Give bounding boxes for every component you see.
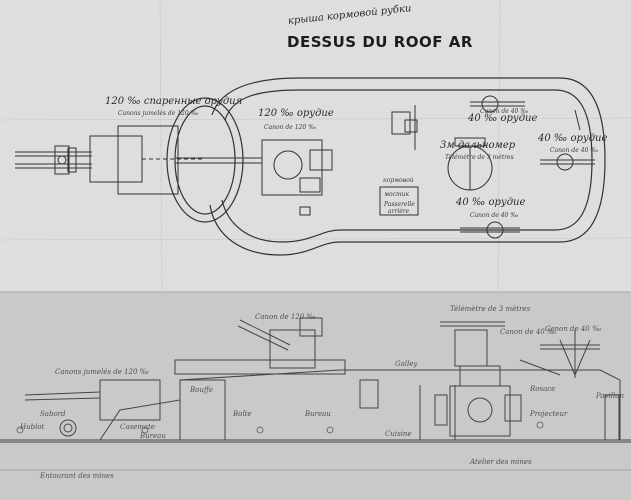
label-side-bureau2: Bureau [140, 432, 166, 440]
label-side-gun-40-b: Canon de 40 ‰ [545, 325, 602, 333]
drawing-title: DESSUS DU ROOF AR [287, 33, 473, 51]
label-side-gun-120: Canon de 120 ‰ [255, 313, 316, 321]
label-gun-40-bottom-ru: 40 ‰ орудие [456, 197, 526, 208]
roof-outline [166, 77, 606, 256]
gun-120-elevation [237, 317, 323, 369]
label-side-galley: Galley [395, 360, 418, 368]
label-gun-40-right-ru: 40 ‰ орудие [538, 133, 608, 144]
label-side-twin-120: Canons jumelés de 120 ‰ [55, 368, 150, 376]
label-gun-40-bottom-fr: Canon de 40 ‰ [470, 212, 519, 219]
label-side-atelier-mines: Atelier des mines [470, 458, 532, 466]
side-details [0, 421, 631, 471]
label-side-entrance-mines: Entourant des mines [40, 472, 114, 480]
rangefinder-tower [440, 321, 511, 437]
label-gun-120-fr: Canon de 120 ‰ [264, 124, 317, 131]
label-gun-40-top-fr: Canon de 40 ‰ [480, 108, 529, 115]
label-gun-120-ru: 120 ‰ орудие [258, 108, 334, 119]
label-side-casemate: Casemate [120, 423, 156, 431]
label-side-cuisine: Cuisine [385, 430, 412, 438]
fold-lines [0, 0, 631, 293]
label-side-projecteur: Projecteur [530, 410, 568, 418]
top-sheet [0, 0, 631, 292]
label-kiosk-fr: Passerelle [384, 201, 415, 208]
label-side-gun-40-a: Canon de 40 ‰ [500, 328, 557, 336]
label-kiosk-fr-2: arrière [388, 208, 410, 215]
deck-fittings [299, 105, 419, 216]
label-twin-120-ru: 120 ‰ спаренные орудия [105, 96, 243, 107]
gun-40-pits [460, 95, 595, 239]
hull-elevation [0, 359, 631, 443]
label-kiosk-ru-1: кормовой [383, 177, 414, 184]
gun-120-mount [175, 139, 333, 196]
aft-rigging [519, 330, 620, 441]
label-kiosk-ru-2: мостик [384, 191, 410, 198]
label-side-bureau: Bureau [305, 410, 331, 418]
label-side-pavillon: Pavillon [596, 392, 624, 400]
label-side-boite: Boîte [233, 410, 252, 418]
bottom-sheet [0, 292, 631, 500]
label-side-rangefinder: Télémètre de 3 mètres [450, 305, 531, 313]
label-side-bollard: Bouffe [190, 386, 213, 394]
rangefinder-plan [447, 137, 493, 191]
label-rangefinder-fr: Télémètre de 3 mètres [445, 154, 514, 161]
label-side-sabord: Sabord [40, 410, 66, 418]
label-gun-40-top-ru: 40 ‰ орудие [468, 113, 538, 124]
label-side-rosace: Rosace [530, 385, 556, 393]
twin-120-mount [15, 125, 205, 195]
twin-120-elevation [24, 379, 161, 437]
label-gun-40-right-fr: Canon de 40 ‰ [550, 147, 599, 154]
label-side-hublot: Hublot [20, 423, 45, 431]
label-twin-120-fr: Canons jumelés de 120 ‰ [118, 110, 199, 117]
label-rangefinder-ru: 3м дальномер [440, 140, 516, 151]
